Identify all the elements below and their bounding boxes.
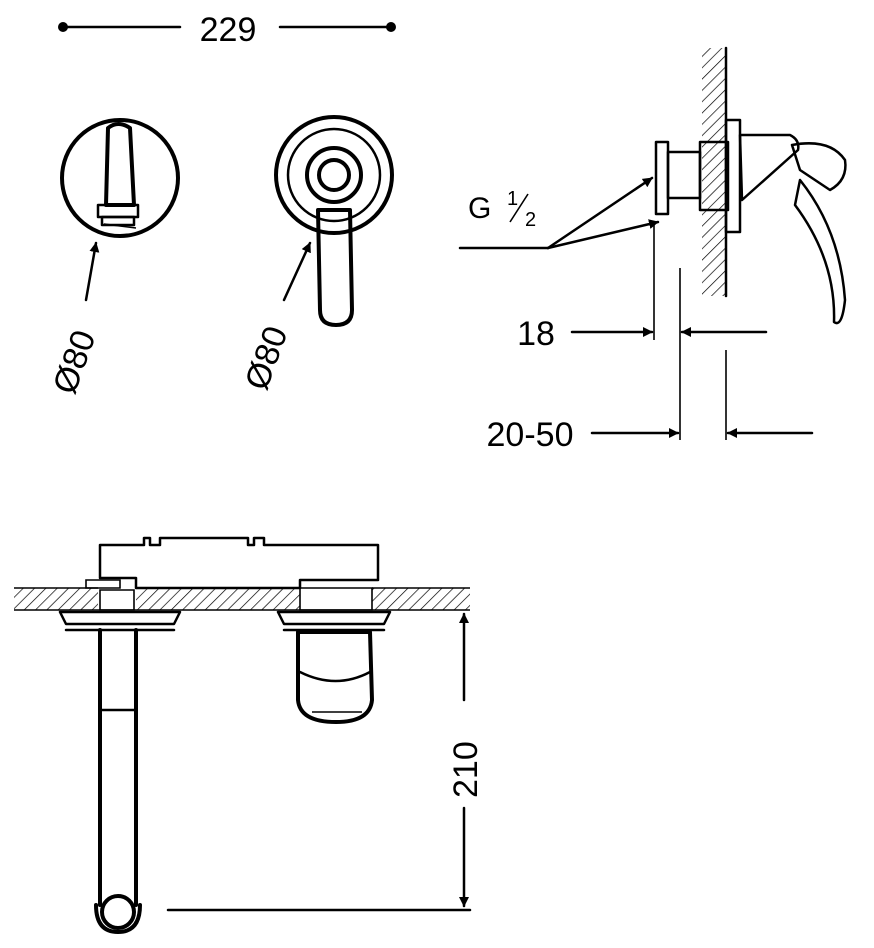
side-view: G 1 2 18 20-50 [458,46,847,454]
bottom-elevation-view: 210 [14,536,485,934]
left-diameter-label: Ø80 [46,325,104,398]
thread-fraction-num: 1 [507,188,518,210]
thread-fraction-den: 2 [525,209,536,231]
right-diameter-label: Ø80 [238,321,296,394]
spout-front-view: Ø80 [46,118,180,399]
overall-width-label: 229 [200,11,257,49]
depth-18-label: 18 [517,315,555,353]
mixer-front-view: Ø80 [238,115,394,395]
height-label: 210 [447,741,485,798]
overall-width-dimension: 229 [58,11,396,49]
depth-range-label: 20-50 [487,416,574,454]
thread-label: G [468,192,491,225]
